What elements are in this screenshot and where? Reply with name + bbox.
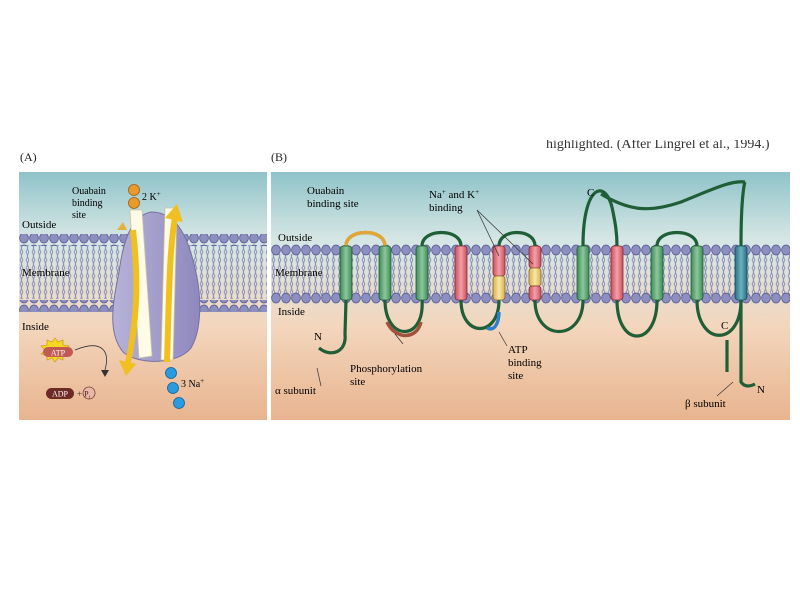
helix-m5-upper bbox=[492, 245, 506, 277]
atp-binding-label-1: ATP bbox=[508, 344, 528, 356]
panel-b-label: (B) bbox=[271, 150, 287, 164]
ouabain-label-1: Ouabain bbox=[72, 186, 106, 197]
panel-a-diagram: ATP ADP + Pi Ouabain binding site 2 K+ 3… bbox=[19, 172, 267, 420]
alpha-subunit-label: α subunit bbox=[275, 385, 316, 397]
phosphate-circle bbox=[82, 386, 96, 400]
helix-m9 bbox=[650, 245, 664, 301]
atp-binding-label-3: site bbox=[508, 370, 523, 382]
helix-m7 bbox=[576, 245, 590, 301]
ouabain-label-3: site bbox=[72, 210, 86, 221]
ouabain-label-b-1: Ouabain bbox=[307, 185, 345, 197]
inside-label-b: Inside bbox=[278, 306, 305, 318]
atp-binding-segment bbox=[486, 311, 501, 331]
nak-label-1: Na+ and K+ bbox=[429, 188, 479, 201]
membrane-label-b: Membrane bbox=[275, 267, 323, 279]
outside-label-a: Outside bbox=[22, 219, 56, 231]
phosphorylation-label-2: site bbox=[350, 376, 365, 388]
n-alpha-label: N bbox=[314, 331, 322, 343]
ouabain-label-2: binding bbox=[72, 198, 103, 209]
adp-label: ADP bbox=[52, 390, 69, 399]
helix-m8 bbox=[610, 245, 624, 301]
sodium-arrow-head bbox=[165, 204, 183, 222]
helices bbox=[339, 245, 748, 301]
sodium-arrow bbox=[164, 217, 178, 363]
inside-label-a: Inside bbox=[22, 321, 49, 333]
adp-pill bbox=[46, 388, 74, 399]
helix-m6-lower bbox=[528, 285, 542, 301]
helix-m2 bbox=[378, 245, 392, 301]
c-alpha-label: C bbox=[587, 187, 594, 199]
helix-beta bbox=[734, 245, 748, 301]
membrane-label-a: Membrane bbox=[22, 267, 70, 279]
atp-hydrolysis-arrow-head bbox=[101, 370, 109, 377]
ouabain-label-b-2: binding site bbox=[307, 198, 359, 210]
phosphorylation-loop bbox=[385, 321, 423, 338]
adp-plus: + bbox=[77, 389, 82, 399]
pi-label: Pi bbox=[84, 390, 90, 401]
outside-label-b: Outside bbox=[278, 232, 312, 244]
na-ion-3 bbox=[173, 397, 185, 409]
panel-b-diagram: Ouabain binding site Na+ and K+ binding … bbox=[271, 172, 790, 420]
k-ion-1 bbox=[128, 184, 140, 196]
helix-m1 bbox=[339, 245, 353, 301]
atp-pill bbox=[43, 347, 73, 357]
potassium-arrow bbox=[124, 229, 140, 369]
potassium-arrow-head bbox=[119, 360, 136, 376]
c-beta-label: C bbox=[721, 320, 728, 332]
helix-m6-mid bbox=[528, 267, 542, 287]
helix-m4 bbox=[454, 245, 468, 301]
ouabain-loop bbox=[344, 230, 387, 247]
caption-fragment: highlighted. (After Lingrel et al., 1994… bbox=[520, 140, 800, 154]
na-label: 3 Na+ bbox=[181, 377, 204, 390]
atp-label: ATP bbox=[51, 349, 66, 358]
helix-m5-lower bbox=[492, 275, 506, 301]
k-ion-2 bbox=[128, 197, 140, 209]
beta-subunit-chain bbox=[739, 300, 756, 388]
ouabain-site-marker bbox=[117, 222, 127, 230]
phosphorylation-label-1: Phosphorylation bbox=[350, 363, 423, 375]
beta-subunit-label: β subunit bbox=[685, 398, 726, 410]
pointer-lines bbox=[316, 209, 734, 397]
caption-text: highlighted. (After Lingrel et al., 1994… bbox=[546, 140, 770, 152]
k-label: 2 K+ bbox=[142, 190, 161, 203]
panel-a-label: (A) bbox=[20, 150, 37, 164]
atp-hydrolysis-arrow bbox=[74, 345, 107, 371]
alpha-c-terminal-loop bbox=[600, 180, 746, 211]
atp-binding-label-2: binding bbox=[508, 357, 542, 369]
helix-m10 bbox=[690, 245, 704, 301]
helix-m3 bbox=[415, 245, 429, 301]
n-beta-label: N bbox=[757, 384, 765, 396]
nak-label-2: binding bbox=[429, 202, 463, 214]
helix-m6-upper bbox=[528, 245, 542, 269]
na-ion-2 bbox=[167, 382, 179, 394]
na-ion-1 bbox=[165, 367, 177, 379]
